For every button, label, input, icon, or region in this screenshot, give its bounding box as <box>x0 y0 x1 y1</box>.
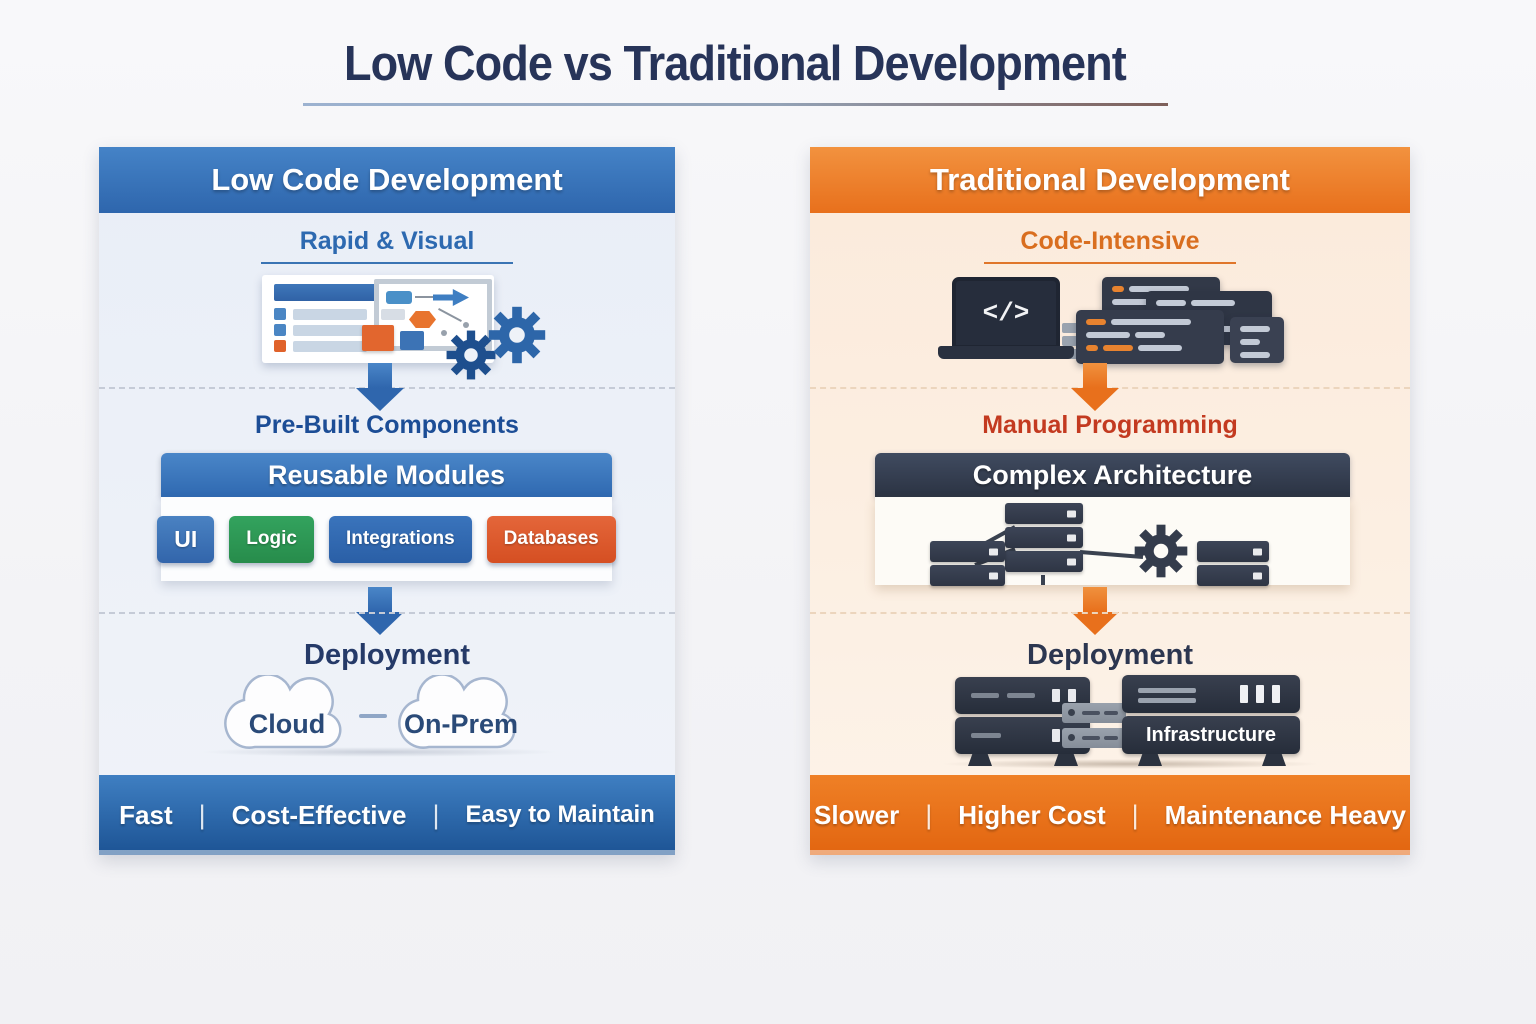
flow-connector <box>438 308 462 322</box>
mini-server-stack-icon <box>1062 703 1126 748</box>
server-stack-icon <box>930 541 1005 586</box>
architecture-header: Complex Architecture <box>875 453 1350 497</box>
low-code-benefits-footer: Fast | Cost-Effective | Easy to Maintain <box>99 775 675 855</box>
cloud-label: Cloud <box>248 709 326 739</box>
infrastructure-label: Infrastructure <box>1145 723 1277 746</box>
separator: | <box>925 799 933 830</box>
cloud-icon <box>398 675 516 749</box>
code-window-icon <box>1076 310 1224 364</box>
module-button-databases[interactable]: Databases <box>486 515 616 563</box>
modules-body: UI Logic Integrations Databases <box>157 497 616 581</box>
gear-icon <box>446 330 496 380</box>
complex-architecture-block: Complex Architecture <box>875 453 1350 586</box>
flow-arrow-shape <box>433 289 469 306</box>
component-block-blue <box>400 331 424 350</box>
list-row <box>274 340 367 352</box>
benefit-item: Easy to Maintain <box>465 801 655 828</box>
low-code-panel-header: Low Code Development <box>99 147 675 213</box>
module-button-ui[interactable]: UI <box>157 515 215 563</box>
server-stack-icon <box>1197 541 1269 586</box>
title-block: Low Code vs Traditional Development <box>0 36 1470 92</box>
laptop-icon: </> <box>952 277 1060 349</box>
step-label: Pre-Built Components <box>255 411 519 439</box>
component-block-orange <box>362 325 394 351</box>
subtitle-underline <box>261 262 513 264</box>
low-code-panel: Low Code Development Rapid & Visual <box>99 147 675 855</box>
separator: | <box>432 799 440 830</box>
separator: | <box>1131 799 1139 830</box>
server-stack-icon <box>1005 503 1083 572</box>
subtitle-underline <box>984 262 1236 264</box>
ground-shadow <box>199 747 559 757</box>
section-divider <box>99 612 675 614</box>
title-underline <box>303 103 1168 106</box>
drawback-item: Higher Cost <box>958 799 1106 830</box>
onprem-label: On-Prem <box>403 709 519 739</box>
laptop-base <box>938 346 1074 359</box>
flow-node <box>386 291 412 304</box>
list-bullet <box>274 340 286 352</box>
list-bullet <box>274 308 286 320</box>
ground-shadow <box>940 759 1320 769</box>
separator: | <box>198 799 206 830</box>
flow-dot <box>441 330 447 336</box>
drawback-item: Slower <box>814 799 900 830</box>
down-arrow-icon <box>1071 363 1119 411</box>
code-window-icon <box>1230 317 1284 363</box>
step-label: Deployment <box>1027 639 1193 671</box>
down-arrow-icon <box>1071 587 1119 635</box>
code-symbol: </> <box>982 298 1030 328</box>
benefit-item: Cost-Effective <box>231 799 407 830</box>
drawback-item: Maintenance Heavy <box>1164 799 1406 830</box>
flow-dot <box>463 322 469 328</box>
list-bar <box>293 308 367 320</box>
onprem-deployment: On-Prem <box>381 675 541 755</box>
traditional-panel: Traditional Development Code-Intensive <… <box>810 147 1410 855</box>
page-title: Low Code vs Traditional Development <box>344 37 1127 91</box>
list-row <box>274 324 367 336</box>
gear-icon <box>1134 524 1188 578</box>
module-button-logic[interactable]: Logic <box>229 515 314 563</box>
modules-header: Reusable Modules <box>161 453 612 497</box>
module-button-integrations[interactable]: Integrations <box>328 515 472 563</box>
list-bar <box>293 340 367 352</box>
section-divider <box>810 612 1410 614</box>
down-arrow-icon <box>356 363 404 411</box>
low-code-subtitle: Rapid & Visual <box>299 227 475 255</box>
down-arrow-icon <box>356 587 404 635</box>
gear-icon <box>488 306 546 364</box>
list-bar <box>293 324 367 336</box>
cloud-deployment: Cloud <box>207 675 367 755</box>
cloud-icon <box>224 675 342 749</box>
flow-connector <box>415 296 433 298</box>
step-label: Deployment <box>304 639 470 671</box>
traditional-drawbacks-footer: Slower | Higher Cost | Maintenance Heavy <box>810 775 1410 855</box>
list-bullet <box>274 324 286 336</box>
reusable-modules-block: Reusable Modules UI Logic Integrations D… <box>157 453 616 581</box>
traditional-subtitle: Code-Intensive <box>1020 227 1200 255</box>
cloud-connector <box>359 714 387 718</box>
traditional-panel-header: Traditional Development <box>810 147 1410 213</box>
list-row <box>274 308 367 320</box>
benefit-item: Fast <box>119 799 173 830</box>
step-label: Manual Programming <box>982 411 1238 439</box>
flow-decision-node <box>409 311 436 328</box>
flow-table <box>381 309 405 320</box>
architecture-body <box>875 497 1350 586</box>
app-header-bar <box>274 284 376 301</box>
